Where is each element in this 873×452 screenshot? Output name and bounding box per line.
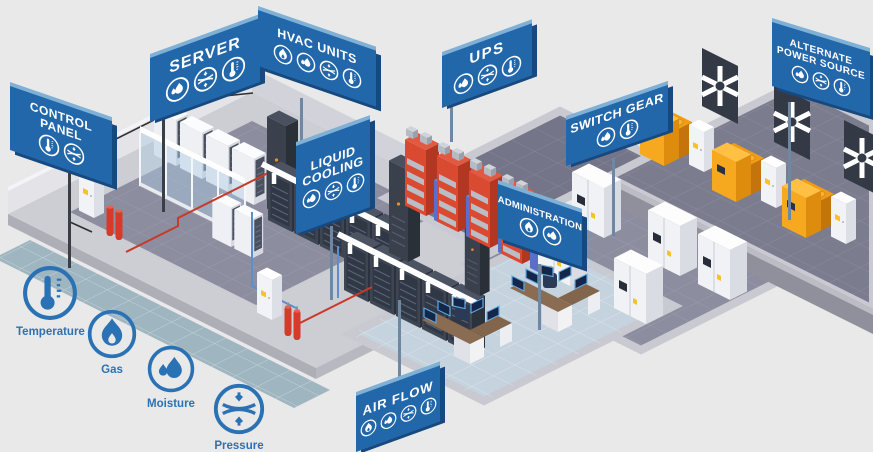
moisture-icon (296, 49, 316, 76)
temperature-icon (221, 53, 246, 87)
moisture-icon (542, 222, 562, 249)
gas-icon (273, 41, 293, 68)
legend-label-temperature: Temperature (16, 326, 85, 338)
temperature-icon (21, 264, 79, 322)
legend-item-pressure: Pressure (212, 382, 266, 452)
pressure-icon (63, 139, 85, 169)
sign-ups-pole (450, 98, 453, 142)
pressure-icon (212, 382, 266, 436)
pressure-icon (477, 61, 498, 90)
sign-alternate-power-pole (788, 102, 791, 220)
sign-liquid-cooling-pole (330, 226, 333, 300)
gas-icon (86, 308, 138, 360)
pressure-icon (400, 402, 417, 425)
legend-item-moisture: Moisture (146, 344, 196, 410)
moisture-icon (596, 124, 616, 151)
temperature-icon (21, 264, 79, 322)
moisture-icon (146, 344, 196, 394)
temperature-icon (420, 395, 437, 418)
temperature-icon (619, 116, 639, 143)
sign-air-flow-pole (398, 300, 401, 398)
sign-hvac-units-pole (300, 98, 303, 162)
sign-administration-pole (538, 264, 541, 330)
cooling-pipe (336, 231, 482, 308)
temperature-icon (501, 52, 522, 81)
pressure-icon (319, 57, 339, 84)
temperature-icon (38, 131, 60, 161)
moisture-icon (165, 73, 190, 107)
sign-control-panel-pole (68, 168, 71, 268)
pressure-icon (212, 382, 266, 436)
moisture-icon (453, 69, 474, 98)
temperature-icon (833, 76, 851, 100)
legend-item-gas: Gas (86, 308, 138, 376)
sign-server-pole (162, 116, 165, 212)
legend-label-gas: Gas (101, 364, 123, 376)
gas-icon (519, 215, 539, 242)
moisture-icon (302, 186, 321, 212)
temperature-icon (346, 170, 365, 196)
pressure-icon (324, 178, 343, 204)
moisture-icon (791, 63, 809, 87)
legend-label-pressure: Pressure (214, 440, 264, 452)
sign-switch-gear-pole (612, 158, 615, 236)
moisture-icon (380, 409, 397, 432)
moisture-icon (146, 344, 196, 394)
pressure-icon (812, 69, 830, 93)
gas-icon (360, 416, 377, 439)
legend-label-moisture: Moisture (147, 398, 195, 410)
temperature-icon (342, 65, 362, 92)
legend-item-temperature: Temperature (16, 264, 85, 338)
gas-icon (86, 308, 138, 360)
pressure-icon (193, 63, 218, 97)
